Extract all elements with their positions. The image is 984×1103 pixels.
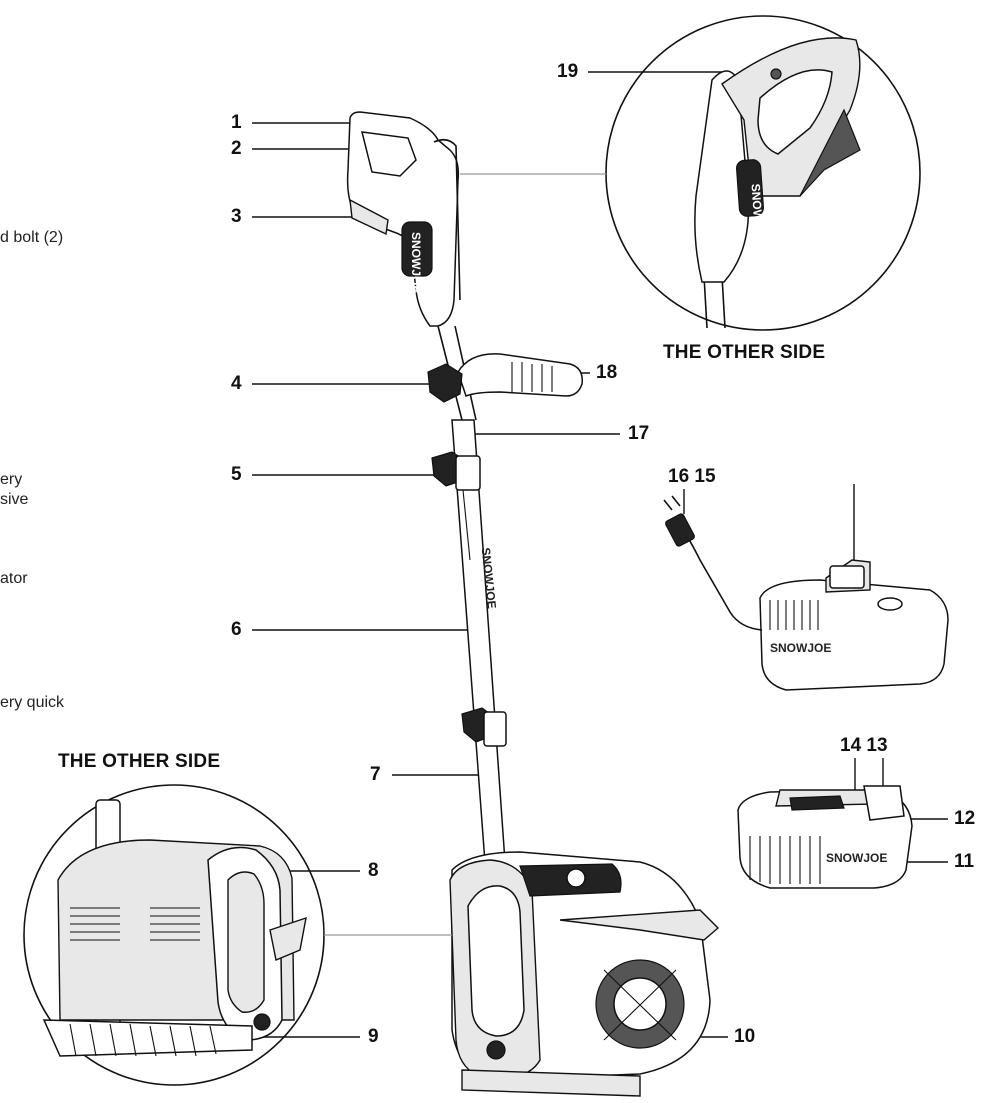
main-head: [449, 851, 720, 1097]
main-pole: SNOWJOE: [437, 325, 507, 877]
callout-1: 1: [231, 112, 242, 133]
side-text-quick: ery quick: [0, 694, 65, 711]
battery: SNOWJOE: [737, 785, 913, 889]
charger: SNOWJOE: [663, 495, 949, 691]
caption-other-side-top: THE OTHER SIDE: [663, 342, 826, 363]
callout-11: 11: [954, 851, 975, 872]
callout-8: 8: [368, 860, 379, 881]
callout-4: 4: [231, 373, 242, 394]
charger-brand-text: SNOWJOE: [770, 641, 831, 655]
main-handle-brand: SNOWJOE: [409, 232, 423, 293]
callout-12: 12: [954, 808, 976, 829]
callout-9: 9: [368, 1026, 379, 1047]
callout-5: 5: [231, 464, 242, 485]
pole-brand-text: SNOWJOE: [479, 547, 499, 609]
callout-7: 7: [370, 764, 381, 785]
callout-10: 10: [734, 1026, 756, 1047]
callout-16-15: 16 15: [668, 466, 716, 487]
callout-19: 19: [557, 61, 579, 82]
handle-brand-text: SNOWJOE: [748, 183, 766, 245]
side-text-bolt: d bolt (2): [0, 229, 64, 246]
callout-18: 18: [596, 362, 618, 383]
callout-6: 6: [231, 619, 242, 640]
side-text-sive: sive: [0, 491, 29, 508]
side-text-battery: ery: [0, 471, 23, 488]
callout-3: 3: [231, 206, 242, 227]
battery-brand-text: SNOWJOE: [826, 851, 887, 865]
detail-circle-handle: SNOWJOE: [460, 15, 921, 331]
pole-knobs: [431, 451, 507, 747]
callout-14-13: 14 13: [840, 735, 888, 756]
callout-2: 2: [231, 138, 242, 159]
main-handle: SNOWJOE: [346, 111, 461, 327]
auxiliary-handle: [427, 353, 583, 403]
side-text-ator: ator: [0, 570, 28, 587]
detail-circle-head: [23, 784, 452, 1086]
callout-17: 17: [628, 423, 650, 444]
caption-other-side-bottom: THE OTHER SIDE: [58, 751, 221, 772]
